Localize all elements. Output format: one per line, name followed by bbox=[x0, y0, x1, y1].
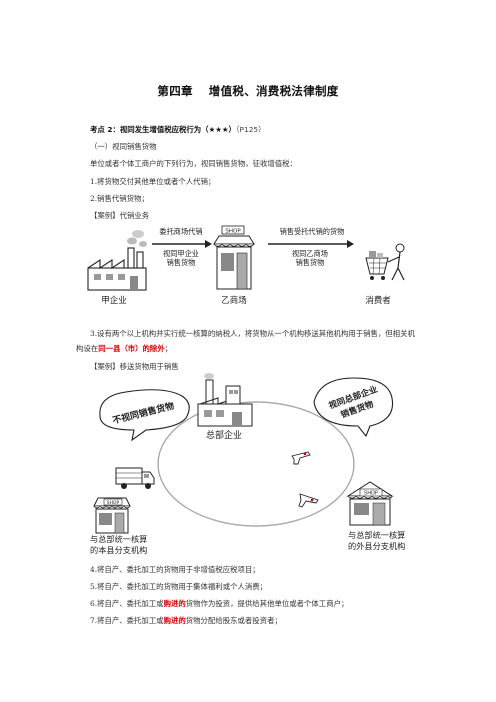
airplane-icon bbox=[291, 451, 311, 465]
arrow1-top-label: 委托商场代销 bbox=[159, 227, 202, 236]
intro-text: 单位或者个体工商户的下列行为，视同销售货物，征收增值税： bbox=[90, 159, 297, 168]
label-enterprise-a: 甲企业 bbox=[101, 295, 127, 306]
shop-sign-text: SHOP bbox=[225, 229, 241, 235]
chapter-title: 第四章 增值税、消费税法律制度 bbox=[0, 83, 496, 99]
branch-right-line2: 的外县分支机构 bbox=[348, 541, 405, 551]
chapter-name: 增值税、消费税法律制度 bbox=[208, 84, 339, 98]
airplane-icon bbox=[298, 493, 319, 508]
arrow-right-icon bbox=[152, 240, 212, 248]
case-label-1: 【案例】代销业务 bbox=[90, 211, 150, 220]
item-3-highlight: 同一县（市）的除外 bbox=[98, 343, 165, 353]
shop-sign-text: SHOP bbox=[107, 500, 120, 506]
speech-bubble-left: 不视同销售货物 bbox=[99, 389, 190, 442]
key-point-label: 考点 2：视同发生增值税应税行为（★★★） bbox=[90, 125, 236, 134]
chapter-number: 第四章 bbox=[157, 84, 193, 98]
section-heading: （一）视同销售货物 bbox=[90, 142, 157, 151]
branch-left-line1: 与总部统一核算 bbox=[90, 534, 147, 544]
branch-right-line1: 与总部统一核算 bbox=[348, 530, 405, 540]
item-6-highlight: 购进的 bbox=[163, 599, 186, 608]
hq-label: 总部企业 bbox=[206, 429, 242, 441]
item-5: 5.将自产、委托加工的货物用于集体福利或个人消费； bbox=[90, 582, 268, 591]
transfer-diagram: 不视同销售货物 总部企业 视同总部企业 销售货物 bbox=[90, 373, 405, 555]
item-6: 6.将自产、委托加工或购进的货物作为投资，提供给其他单位或者个体工商户； bbox=[90, 599, 349, 608]
headquarters-icon bbox=[197, 373, 253, 427]
truck-icon bbox=[115, 467, 155, 489]
item-3: 3.设有两个以上机构并实行统一核算的纳税人，将货物从一个机构移送其他机构用于销售… bbox=[76, 329, 415, 353]
shop-icon: SHOP bbox=[346, 481, 394, 526]
branch-left-line2: 的本县分支机构 bbox=[90, 545, 147, 555]
arrow1-bottom-line1: 视同甲企业 bbox=[163, 249, 199, 258]
arrow1-bottom-line2: 销售货物 bbox=[167, 258, 196, 267]
shop-icon: SHOP bbox=[213, 225, 255, 290]
item-7: 7.将自产、委托加工或购进的货物分配给股东或者投资者； bbox=[90, 616, 282, 625]
factory-icon bbox=[87, 230, 147, 291]
case-label-2: 【案例】移送货物用于销售 bbox=[90, 362, 179, 371]
shopping-cart-icon bbox=[365, 243, 405, 281]
key-point-heading: 考点 2：视同发生增值税应税行为（★★★）（P125） bbox=[90, 125, 266, 135]
shop-icon: SHOP bbox=[93, 497, 131, 534]
item-1: 1.将货物交付其他单位或者个人代销； bbox=[90, 177, 216, 186]
item-7-highlight: 购进的 bbox=[163, 616, 186, 625]
arrow2-top-label: 销售受托代销的货物 bbox=[280, 227, 345, 236]
shop-sign-text: SHOP bbox=[364, 491, 378, 497]
item-2: 2.销售代销货物； bbox=[90, 194, 149, 203]
label-mall-b: 乙商场 bbox=[221, 295, 247, 306]
speech-bubble-right: 视同总部企业 销售货物 bbox=[313, 377, 394, 438]
item-4: 4.将自产、委托加工的货物用于非增值税应税项目； bbox=[90, 565, 260, 574]
consignment-diagram: 甲企业 委托商场代销 视同甲企业 销售货物 SHOP 乙商场 销售受托代销的货物… bbox=[87, 225, 405, 306]
label-consumer: 消费者 bbox=[365, 295, 391, 306]
arrow-right-icon bbox=[268, 240, 354, 248]
arrow2-bottom-line1: 视同乙商场 bbox=[292, 249, 328, 258]
arrow2-bottom-line2: 销售货物 bbox=[296, 258, 325, 267]
page-reference: （P125） bbox=[235, 125, 266, 134]
